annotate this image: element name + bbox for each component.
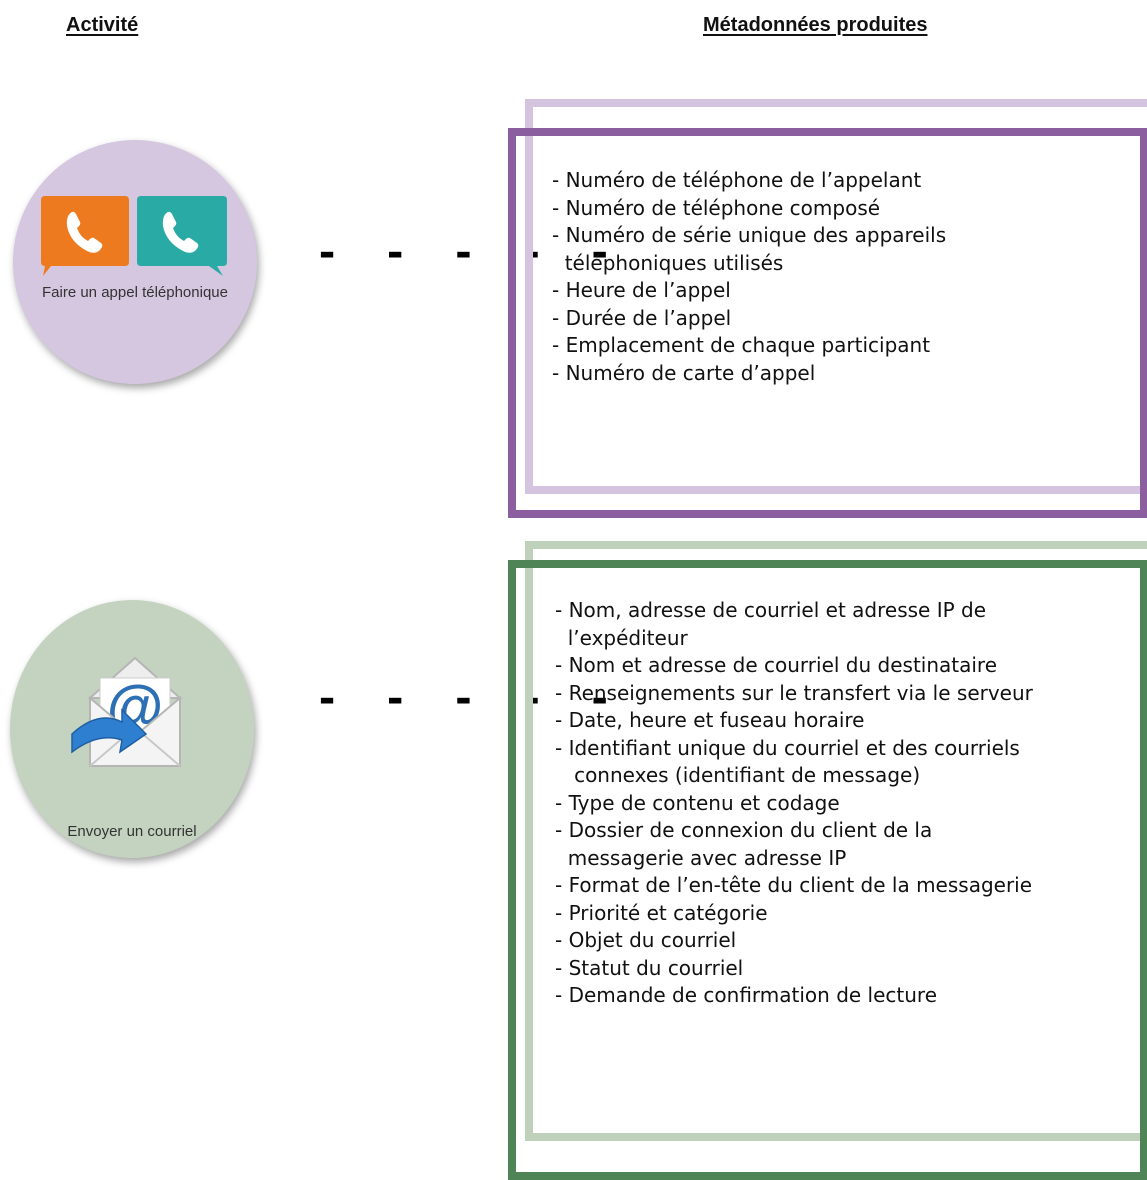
list-item: - Demande de confirmation de lecture: [555, 983, 938, 1007]
metadata-frame-shadow-phone-call: [525, 99, 1147, 494]
list-item: - Heure de l’appel: [552, 278, 731, 302]
list-item: - Numéro de série unique des appareils: [552, 223, 947, 247]
metadata-frame-shadow-email: [525, 541, 1147, 1141]
activity-column-header: Activité: [66, 14, 139, 36]
list-item: l’expéditeur: [555, 625, 688, 650]
list-item: messagerie avec adresse IP: [555, 845, 847, 870]
connector-dashes-email: - - - - -: [315, 676, 622, 722]
list-item: - Date, heure et fuseau horaire: [555, 708, 865, 732]
metadata-frame-phone-call: [508, 128, 1147, 518]
list-item: - Format de l’en-tête du client de la me…: [555, 873, 1033, 897]
metadata-column-header: Métadonnées produites: [703, 14, 928, 36]
list-item: - Identifiant unique du courriel et des …: [555, 735, 1020, 760]
connector-dashes-phone-call: - - - - -: [315, 230, 622, 276]
list-item: - Priorité et catégorie: [555, 900, 768, 925]
list-item: - Type de contenu et codage: [555, 790, 840, 815]
list-item: - Emplacement de chaque participant: [552, 333, 931, 357]
list-item: - Objet du courriel: [555, 928, 737, 952]
list-item: - Statut du courriel: [555, 955, 744, 980]
list-item: - Nom, adresse de courriel et adresse IP…: [555, 598, 987, 622]
list-item: - Numéro de téléphone composé: [552, 195, 881, 220]
activity-label-email: Envoyer un courriel: [67, 823, 197, 840]
list-item: - Renseignements sur le transfert via le…: [555, 680, 1033, 705]
activity-circle-email: @ Envoyer un courriel: [10, 600, 254, 858]
metadata-list-phone-call: - Numéro de téléphone de l’appelant - Nu…: [552, 167, 946, 387]
list-item: - Numéro de téléphone de l’appelant: [552, 168, 922, 192]
list-item: - Numéro de carte d’appel: [552, 360, 816, 385]
list-item: - Nom et adresse de courriel du destinat…: [555, 653, 998, 677]
list-item: téléphoniques utilisés: [552, 250, 784, 275]
activity-label-phone-call: Faire un appel téléphonique: [42, 284, 228, 301]
activity-circle-phone-call: Faire un appel téléphonique: [13, 140, 257, 384]
list-item: - Dossier de connexion du client de la: [555, 818, 933, 842]
envelope-at-sign-icon: @: [71, 656, 183, 767]
list-item: connexes (identifiant de message): [555, 763, 921, 787]
phone-chat-bubbles-icon: [41, 196, 227, 276]
list-item: - Durée de l’appel: [552, 305, 732, 330]
metadata-list-email: - Nom, adresse de courriel et adresse IP…: [555, 597, 1033, 1010]
